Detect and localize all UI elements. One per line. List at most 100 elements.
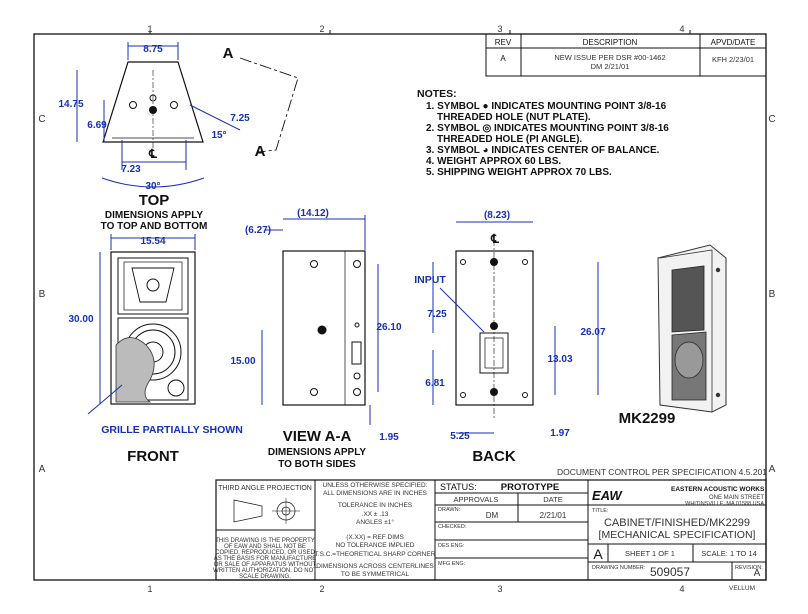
revision-value: A (754, 568, 761, 579)
note-item: 4. WEIGHT APPROX 60 LBS. (426, 156, 561, 167)
grid-col-label: 4 (679, 24, 684, 34)
tolerance-note: DIMENSIONS ACROSS CENTERLINES (316, 563, 434, 570)
drawing-title: CABINET/FINISHED/MK2299 (604, 517, 750, 529)
grille-label: GRILLE PARTIALLY SHOWN (101, 424, 243, 436)
status-value: PROTOTYPE (501, 482, 559, 493)
rev-value: A (500, 54, 506, 63)
grid-row-label: B (769, 289, 776, 300)
grid-row-label: A (39, 464, 46, 475)
isometric-view: MK2299 (619, 244, 727, 427)
grid-col-label: 1 (147, 584, 152, 594)
back-outline (455, 250, 534, 406)
dim-back-height: 26.07 (580, 327, 605, 338)
dim-bottom-width: 7.23 (121, 164, 141, 175)
drawn-by: DM (486, 511, 499, 520)
dim-angle-small: 15° (211, 130, 226, 141)
dim-depth: 14.75 (58, 99, 83, 110)
drawn-label: DRAWN: (438, 507, 461, 513)
revision-block: REV DESCRIPTION APVD/DATE A NEW ISSUE PE… (485, 33, 767, 77)
centerline-symbol: ℄ (490, 232, 499, 246)
company-address: WHITINSVILLE, MA 01588 USA (685, 501, 764, 507)
front-outline (110, 251, 196, 405)
approved-header: APVD/DATE (711, 38, 756, 47)
top-view-subtitle: DIMENSIONS APPLY (105, 210, 203, 221)
section-view-title: VIEW A-A (283, 428, 352, 445)
section-outline (282, 250, 366, 406)
revision-label: REVISION: (735, 565, 763, 571)
section-view-subtitle: TO BOTH SIDES (278, 459, 356, 470)
note-item: 3. SYMBOL ◕ INDICATES CENTER OF BALANCE. (426, 145, 660, 156)
property-notice: OR SALE OF APPARATUS WITHOUT (214, 562, 317, 568)
property-notice: WRITTEN AUTHORIZATION. DO NOT (213, 568, 317, 574)
dim-section-bottom: 1.95 (379, 432, 399, 443)
grid-row-label: C (38, 114, 45, 125)
tolerance-note: ALL DIMENSIONS ARE IN INCHES (323, 490, 427, 497)
front-view: 15.54 30.00 GRILLE PARTIALLY SHOWN FRONT (68, 234, 243, 465)
company-logo: EAW (592, 488, 623, 503)
sheet-size: A (593, 546, 603, 562)
dim-back-bottom-left: 5.25 (450, 431, 470, 442)
tolerance-note: TOLERANCE IN INCHES (338, 502, 413, 509)
grid-row-label: A (769, 464, 776, 475)
des-eng-label: DES ENG: (438, 543, 465, 549)
drawing-number: 509057 (650, 565, 690, 579)
dim-section-lower: 15.00 (230, 356, 255, 367)
rev-approved: KFH 2/23/01 (712, 55, 754, 64)
dim-front-height: 30.00 (68, 314, 93, 325)
tolerance-note: NO TOLERANCE IMPLIED (336, 542, 415, 549)
top-view-subtitle: TO TOP AND BOTTOM (101, 221, 208, 232)
drawing-title-2: [MECHANICAL SPECIFICATION] (599, 529, 756, 541)
section-view: (14.12) (6.27) 26.10 15.00 1.95 VIEW A-A… (230, 208, 401, 470)
description-header: DESCRIPTION (583, 38, 638, 47)
date-header: DATE (543, 495, 562, 504)
rev-description-2: DM 2/21/01 (591, 62, 630, 71)
notes: NOTES: 1. SYMBOL ● INDICATES MOUNTING PO… (417, 88, 669, 178)
sheet-border (33, 33, 767, 581)
tolerance-note: UNLESS OTHERWISE SPECIFIED: (323, 482, 428, 489)
note-item: 1. SYMBOL ● INDICATES MOUNTING POINT 3/8… (426, 101, 667, 112)
title-label: TITLE: (592, 508, 609, 514)
property-notice: SCALE DRAWING. (239, 574, 291, 580)
dim-side: 6.69 (87, 120, 107, 131)
company-address: ONE MAIN STREET (709, 495, 764, 501)
grille-area (115, 337, 155, 403)
section-view-subtitle: DIMENSIONS APPLY (268, 447, 366, 458)
drawing-number-label: DRAWING NUMBER: (592, 565, 646, 571)
property-notice: THIS DRAWING IS THE PROPERTY (215, 538, 315, 544)
scale: SCALE: 1 TO 14 (701, 549, 757, 558)
property-notice: AS THE BASIS FOR MANUFACTURE (214, 556, 317, 562)
paper-type: VELLUM (729, 585, 755, 592)
grid-col-label: 2 (319, 584, 324, 594)
dim-back-lower: 6.81 (425, 378, 445, 389)
dim-right: 7.25 (230, 113, 250, 124)
property-notice: OF EAW AND SHALL NOT BE (224, 544, 306, 550)
projection-label: THIRD ANGLE PROJECTION (218, 485, 312, 492)
checked-label: CHECKED: (438, 524, 467, 530)
centerline-symbol: ℄ (148, 147, 157, 161)
doc-control-note: DOCUMENT CONTROL PER SPECIFICATION 4.5.2… (557, 467, 767, 477)
rev-description: NEW ISSUE PER DSR #00-1462 (554, 53, 665, 62)
note-item: THREADED HOLE (NUT PLATE). (437, 112, 591, 123)
model-name: MK2299 (619, 410, 676, 427)
grid-row-label: C (768, 114, 775, 125)
approvals-header: APPROVALS (454, 495, 499, 504)
dim-back-mid: 13.03 (547, 354, 572, 365)
rev-header: REV (495, 38, 512, 47)
dim-back-upper: 7.25 (427, 309, 447, 320)
front-view-title: FRONT (127, 448, 179, 465)
dim-back-top: (8.23) (484, 210, 510, 221)
tolerance-note: T.S.C.=THEORETICAL SHARP CORNER (315, 551, 436, 558)
grid-col-label: 4 (679, 584, 684, 594)
dim-angle: 30° (145, 181, 160, 192)
drawn-date: 2/21/01 (540, 511, 567, 520)
top-view-title: TOP (139, 192, 170, 209)
dim-section-left: (6.27) (245, 225, 271, 236)
company-name: EASTERN ACOUSTIC WORKS (671, 486, 765, 493)
status-label: STATUS: (440, 482, 477, 492)
section-label-a: A (223, 45, 234, 62)
dim-section-height: 26.10 (376, 322, 401, 333)
top-outline (102, 61, 204, 143)
dim-front-width: 15.54 (140, 236, 165, 247)
property-notice: COPIED, REPRODUCED, OR USED (215, 550, 315, 556)
